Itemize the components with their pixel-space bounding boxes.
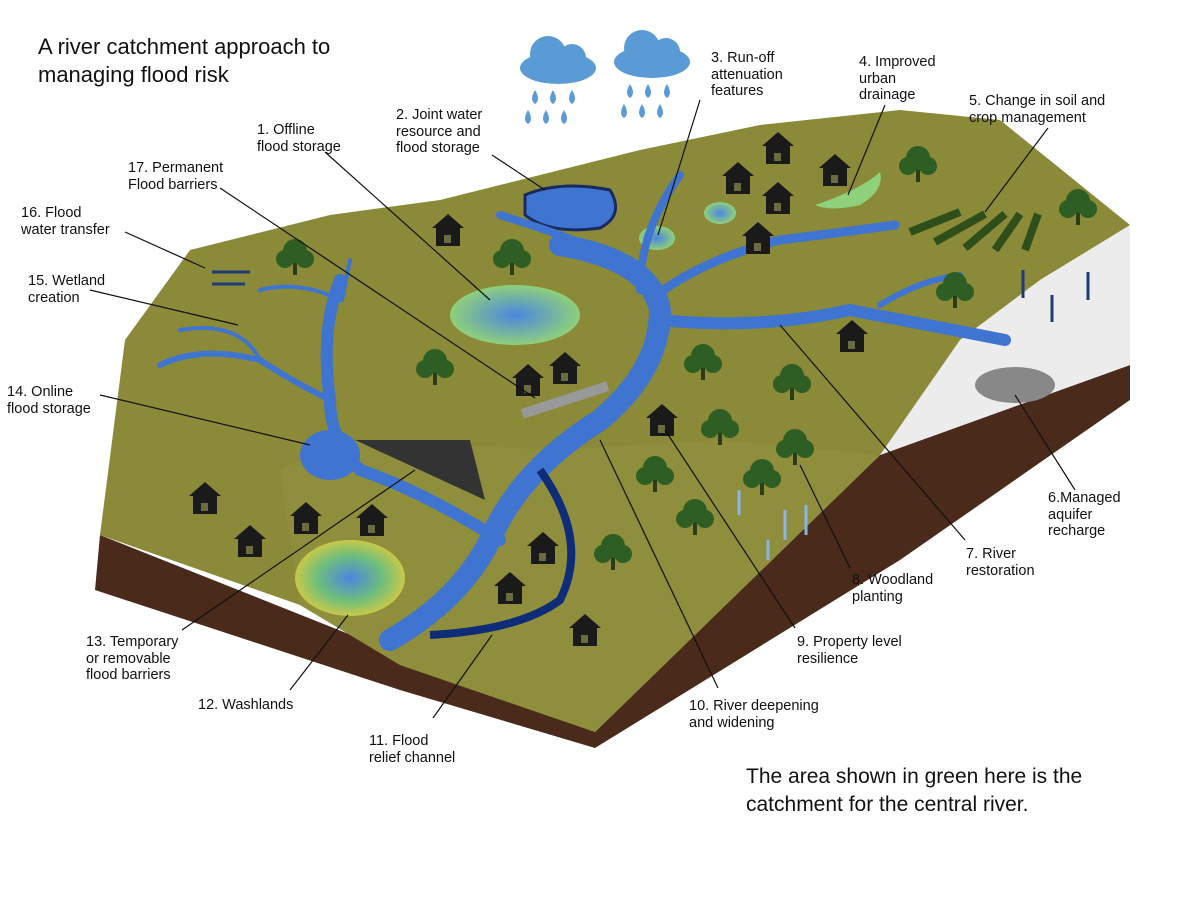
catchment-note: The area shown in green here is the catc… — [746, 765, 1083, 816]
aquifer — [975, 367, 1055, 403]
relief-channel — [429, 467, 576, 639]
label-flood-water-transfer: 16. Flood water transfer — [21, 205, 110, 238]
label-urban-drainage: 4. Improved urban drainage — [859, 54, 936, 103]
offline-storage — [450, 285, 580, 345]
reservoir — [523, 184, 618, 232]
temporary-barriers — [355, 440, 485, 500]
label-runoff-attenuation: 3. Run-off attenuation features — [711, 50, 783, 99]
rain-clouds — [520, 30, 690, 124]
diagram-title: A river catchment approach to managing f… — [38, 34, 331, 87]
label-washlands: 12. Washlands — [198, 697, 294, 713]
soil-layer — [95, 365, 1130, 748]
label-online-flood-storage: 14. Online flood storage — [7, 384, 91, 417]
label-woodland-planting: 8. Woodland planting — [852, 572, 934, 605]
label-wetland-creation: 15. Wetland creation — [28, 273, 106, 306]
label-river-restoration: 7. River restoration — [966, 546, 1035, 579]
label-river-deepening: 10. River deepening and widening — [689, 698, 819, 731]
label-aquifer-recharge: 6.Managed aquifer recharge — [1048, 490, 1121, 539]
river — [157, 171, 1011, 651]
permanent-barrier — [520, 381, 610, 419]
label-soil-crop-management: 5. Change in soil and crop management — [969, 93, 1106, 126]
label-property-resilience: 9. Property level resilience — [797, 634, 902, 667]
crop-fields — [908, 208, 1042, 253]
label-permanent-barriers: 17. Permanent Flood barriers — [128, 160, 224, 193]
label-flood-relief-channel: 11. Flood relief channel — [369, 733, 456, 766]
label-offline-flood-storage: 1. Offline flood storage — [257, 122, 341, 155]
recharge-arrows — [212, 270, 1090, 322]
infiltration-arrows — [737, 490, 808, 560]
label-joint-water-resource: 2. Joint water resource and flood storag… — [396, 107, 483, 156]
leader-lines — [89, 99, 1076, 719]
label-temporary-barriers: 13. Temporary or removable flood barrier… — [86, 634, 179, 683]
washland-area — [295, 540, 405, 616]
